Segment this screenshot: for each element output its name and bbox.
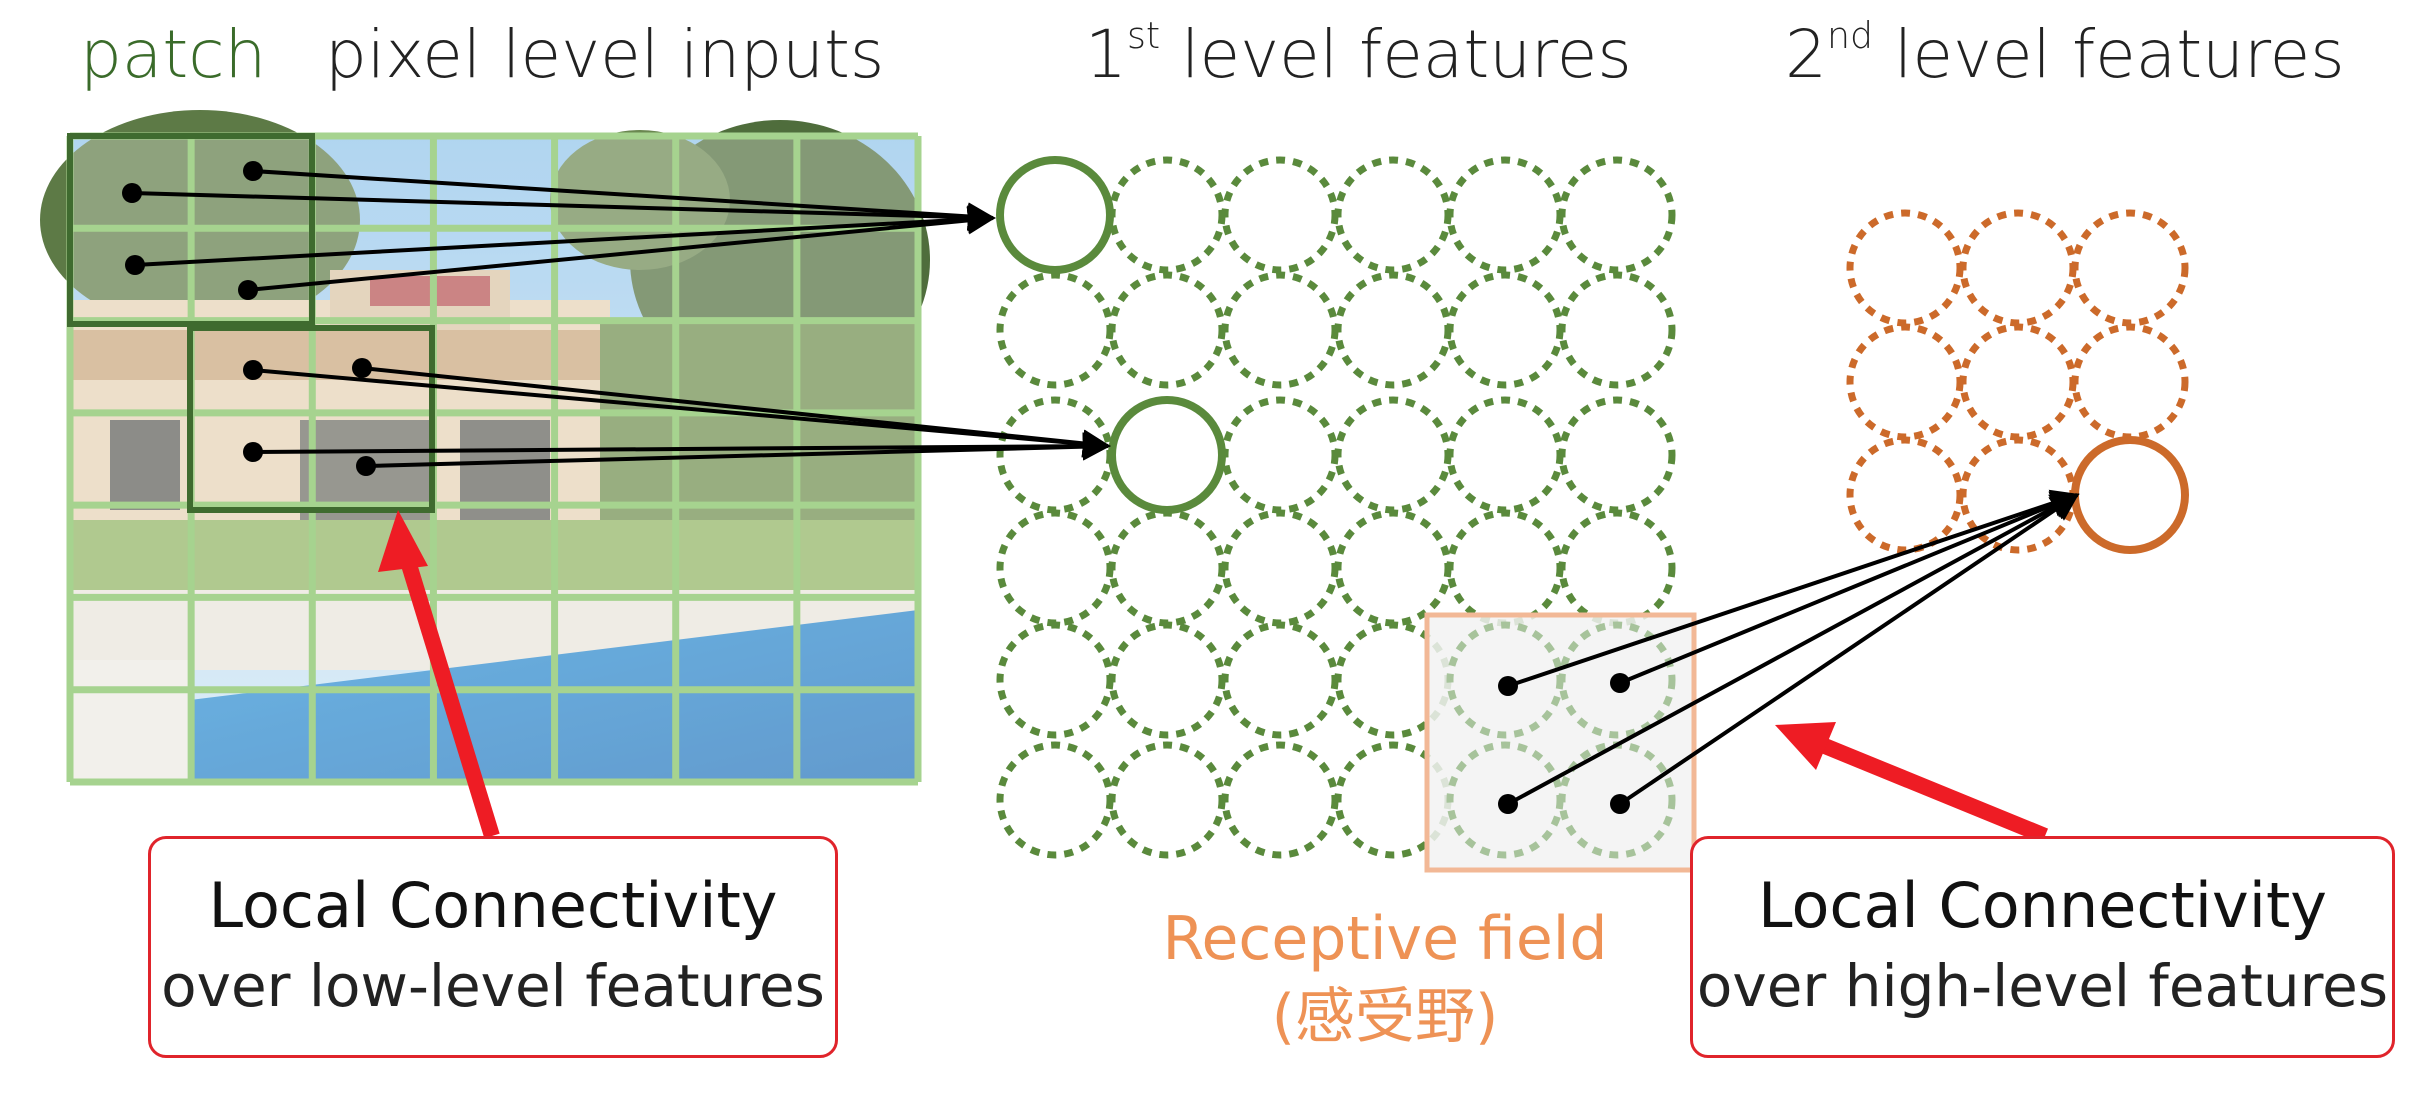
connection-arrow xyxy=(1618,493,2080,806)
patch-2 xyxy=(187,325,435,513)
feature-neuron xyxy=(996,509,1114,627)
second-level-neuron xyxy=(1846,209,1964,327)
pixel-inputs-label: pixel level inputs xyxy=(325,16,885,93)
callout-low-level-subtitle: over low-level features xyxy=(161,952,825,1020)
first-level-number: 1 xyxy=(1085,16,1127,93)
patch-1 xyxy=(67,133,315,327)
feature-neuron xyxy=(1108,271,1226,389)
connection-arrow xyxy=(247,206,996,292)
second-level-neuron xyxy=(2071,209,2189,327)
feature-neuron xyxy=(1446,509,1564,627)
connection-arrow xyxy=(361,366,1111,458)
connection-lines xyxy=(122,161,2080,814)
red-arrows xyxy=(378,510,2049,844)
feature-neuron-active xyxy=(1108,396,1226,514)
connection-arrow xyxy=(252,368,1111,458)
connection-dot xyxy=(125,255,145,275)
receptive-field-label: Receptive field (感受野) xyxy=(1160,900,1610,1056)
connection-arrow xyxy=(134,205,996,267)
first-level-label: 1st level features xyxy=(1085,16,1632,93)
feature-neuron xyxy=(1334,156,1452,274)
feature-neuron xyxy=(996,396,1114,514)
feature-neuron xyxy=(1334,509,1452,627)
first-level-feature-map xyxy=(996,156,1676,859)
second-level-neuron xyxy=(1846,436,1964,554)
feature-neuron xyxy=(1558,396,1676,514)
feature-neuron xyxy=(1446,156,1564,274)
connection-dot xyxy=(122,183,142,203)
feature-neuron xyxy=(1446,271,1564,389)
feature-neuron xyxy=(1221,156,1339,274)
receptive-field-title: Receptive field xyxy=(1162,904,1608,974)
first-level-superscript: st xyxy=(1127,13,1161,57)
connection-arrow xyxy=(252,169,996,231)
second-level-label: 2nd level features xyxy=(1785,16,2345,93)
patch-label: patch xyxy=(80,16,267,93)
connection-dot xyxy=(243,442,263,462)
feature-neuron xyxy=(1108,156,1226,274)
connection-arrow xyxy=(1619,491,2080,685)
red-arrow-right xyxy=(1811,734,2049,844)
connection-arrow xyxy=(131,191,996,232)
second-level-neuron xyxy=(1959,323,2077,441)
second-level-neuron xyxy=(1846,323,1964,441)
feature-neuron xyxy=(1221,509,1339,627)
connection-dot xyxy=(1610,673,1630,693)
callout-high-level-title: Local Connectivity xyxy=(1758,869,2327,942)
red-arrowhead-left xyxy=(378,510,428,572)
second-level-number: 2 xyxy=(1785,16,1827,93)
feature-neuron xyxy=(1334,396,1452,514)
second-level-neuron-active xyxy=(2071,436,2189,554)
connection-dot xyxy=(1498,676,1518,696)
second-level-neuron xyxy=(2071,323,2189,441)
feature-neuron xyxy=(996,271,1114,389)
feature-neuron xyxy=(1221,396,1339,514)
feature-neuron xyxy=(1334,271,1452,389)
second-level-superscript: nd xyxy=(1827,13,1874,57)
callout-high-level-subtitle: over high-level features xyxy=(1696,952,2389,1020)
red-arrow-left xyxy=(395,542,500,839)
feature-neuron xyxy=(1558,509,1676,627)
feature-neuron xyxy=(1221,621,1339,739)
connection-dot xyxy=(1610,794,1630,814)
connection-arrow xyxy=(252,432,1111,461)
second-level-text: level features xyxy=(1873,16,2345,93)
second-level-neuron xyxy=(1959,209,2077,327)
feature-neuron xyxy=(1221,271,1339,389)
connection-dot xyxy=(352,358,372,378)
feature-neuron xyxy=(1446,396,1564,514)
connection-arrow xyxy=(365,432,1111,468)
connection-dot xyxy=(356,456,376,476)
feature-neuron xyxy=(1221,741,1339,859)
feature-neuron xyxy=(1558,271,1676,389)
feature-neuron xyxy=(1108,621,1226,739)
callout-low-level-title: Local Connectivity xyxy=(208,869,778,942)
connection-dot xyxy=(243,360,263,380)
feature-neuron xyxy=(1108,509,1226,627)
connection-dot xyxy=(243,161,263,181)
callout-high-level: Local Connectivity over high-level featu… xyxy=(1690,836,2395,1058)
feature-neuron-active xyxy=(996,156,1114,274)
receptive-field-box xyxy=(1424,612,1697,873)
feature-neuron xyxy=(996,741,1114,859)
feature-neuron xyxy=(1108,741,1226,859)
connection-dot xyxy=(238,280,258,300)
feature-neuron xyxy=(1558,156,1676,274)
receptive-field-neuron xyxy=(1558,621,1676,739)
red-arrowhead-right xyxy=(1775,722,1836,770)
connection-arrow xyxy=(1507,489,2080,688)
connection-arrow xyxy=(1507,493,2080,806)
receptive-field-chinese: (感受野) xyxy=(1271,982,1499,1052)
feature-neuron xyxy=(996,621,1114,739)
first-level-text: level features xyxy=(1160,16,1632,93)
callout-low-level: Local Connectivity over low-level featur… xyxy=(148,836,838,1058)
second-level-feature-map xyxy=(1846,209,2189,554)
connection-dot xyxy=(1498,794,1518,814)
